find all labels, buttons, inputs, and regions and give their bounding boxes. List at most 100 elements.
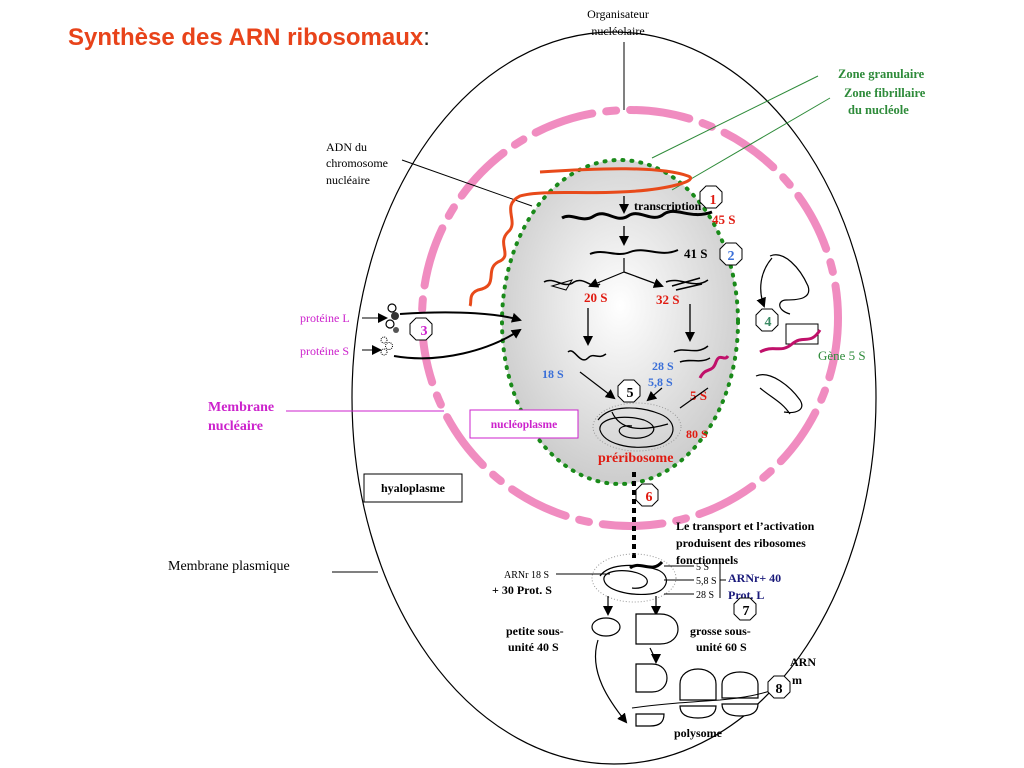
step-label-5: 5 bbox=[627, 386, 634, 401]
preribosome-halo bbox=[592, 402, 682, 452]
step-marker-8: 8 bbox=[767, 675, 791, 699]
step-marker-1: 1 bbox=[699, 185, 723, 209]
label-dna-2: chromosome bbox=[326, 156, 388, 170]
protein-s-import-path bbox=[393, 328, 522, 360]
label-transcription: transcription bbox=[634, 199, 702, 213]
polysome-ribosome-3 bbox=[721, 671, 759, 717]
nuclear-membrane bbox=[418, 106, 842, 530]
label-organizer-2: nucléolaire bbox=[591, 24, 644, 38]
label-32s: 32 S bbox=[656, 292, 679, 307]
step-marker-4: 4 bbox=[755, 308, 779, 332]
arrow-to-20s bbox=[588, 271, 625, 288]
rna-32s bbox=[665, 277, 709, 291]
hyaloplasm-box bbox=[363, 473, 463, 503]
label-nuclear-membrane-2: nucléaire bbox=[208, 419, 263, 434]
step-label-4: 4 bbox=[765, 315, 772, 330]
protein-l-cluster bbox=[385, 303, 399, 333]
step-marker-3: 3 bbox=[409, 317, 433, 341]
nucleolus bbox=[500, 158, 740, 486]
rna-20s-fold bbox=[550, 279, 574, 291]
zone-granular-line bbox=[651, 75, 819, 159]
label-arnm-2: m bbox=[792, 673, 802, 687]
dna-strand bbox=[468, 167, 692, 307]
protein-l-import-path bbox=[399, 311, 522, 323]
label-transport-1: Le transport et l’activation bbox=[676, 519, 815, 533]
step-label-1: 1 bbox=[710, 193, 717, 208]
label-zone-fibrillar: Zone fibrillaire bbox=[844, 86, 926, 100]
preribosome-tangle bbox=[597, 407, 674, 448]
label-prot-30: + 30 Prot. S bbox=[492, 583, 552, 597]
title-text: Synthèse des ARN ribosomaux bbox=[68, 24, 424, 51]
label-28s: 28 S bbox=[652, 359, 674, 373]
label-20s: 20 S bbox=[584, 290, 607, 305]
label-arnm-1: ARN bbox=[790, 655, 816, 669]
label-large-subunit-1: grosse sous- bbox=[690, 624, 751, 638]
label-45s: 45 S bbox=[712, 212, 735, 227]
large-subunit bbox=[635, 613, 679, 645]
label-plasma-membrane: Membrane plasmique bbox=[168, 559, 290, 574]
label-small-subunit-1: petite sous- bbox=[506, 624, 564, 638]
arrow-5s-to-80 bbox=[679, 387, 709, 409]
step-label-2: 2 bbox=[728, 249, 735, 264]
label-preribosome: préribosome bbox=[598, 451, 673, 466]
label-41s: 41 S bbox=[684, 246, 707, 261]
rna-28s bbox=[673, 345, 711, 363]
polysome-mrna bbox=[631, 683, 791, 709]
label-protein-s: protéine S bbox=[300, 344, 349, 358]
label-arnr-40-2: Prot. L bbox=[728, 588, 764, 602]
polysome-ribosome-1 bbox=[635, 663, 668, 727]
label-polysome: polysome bbox=[674, 726, 723, 740]
rna-45s bbox=[561, 209, 713, 221]
step-label-8: 8 bbox=[776, 682, 783, 697]
label-small-subunit-2: unité 40 S bbox=[508, 640, 559, 654]
label-dna-1: ADN du bbox=[326, 140, 367, 154]
label-protein-l: protéine L bbox=[300, 311, 350, 325]
ribosome-halo bbox=[591, 553, 677, 603]
gene-5s-loop-arrow bbox=[756, 257, 773, 308]
label-transport-3: fonctionnels bbox=[676, 553, 738, 567]
label-80s: 80 S bbox=[686, 427, 708, 441]
label-nuclear-membrane-1: Membrane bbox=[208, 400, 274, 415]
zone-fibrillar-line bbox=[671, 97, 831, 191]
rna-18s bbox=[567, 350, 607, 361]
ribosome-mrna-strand bbox=[629, 560, 664, 570]
label-nucleoplasm: nucléoplasme bbox=[491, 419, 557, 431]
rna-5s-nucleolus bbox=[698, 354, 730, 379]
step-label-3: 3 bbox=[421, 324, 428, 339]
arrow-28-to-80 bbox=[646, 387, 663, 402]
label-5-8s: 5,8 S bbox=[648, 375, 673, 389]
step-marker-5: 5 bbox=[617, 379, 641, 403]
gene-5s-rna bbox=[759, 329, 822, 354]
protein-s-cluster bbox=[380, 336, 393, 356]
step-marker-2: 2 bbox=[719, 242, 743, 266]
step-label-7: 7 bbox=[743, 604, 750, 619]
step-marker-6: 6 bbox=[635, 483, 659, 507]
label-dna-3: nucléaire bbox=[326, 173, 370, 187]
dna-leader-line bbox=[401, 159, 533, 207]
arrow-small-to-polysome bbox=[594, 639, 628, 724]
title-colon: : bbox=[423, 24, 430, 51]
label-small-5s: 5 S bbox=[696, 562, 709, 573]
label-arnr-18s: ARNr 18 S bbox=[504, 570, 549, 581]
label-transport-2: produisent des ribosomes bbox=[676, 536, 806, 550]
arrow-18-to-80 bbox=[579, 371, 616, 400]
label-large-subunit-2: unité 60 S bbox=[696, 640, 747, 654]
small-subunit bbox=[591, 617, 621, 637]
polysome-ribosome-2 bbox=[679, 668, 717, 719]
gene-5s-chromatin-upper bbox=[769, 254, 810, 315]
gene-5s-chromatin-lower bbox=[755, 374, 803, 415]
step-marker-7: 7 bbox=[733, 597, 757, 621]
nucleoplasm-box bbox=[469, 409, 579, 439]
label-small-28s: 28 S bbox=[696, 590, 714, 601]
label-arnr-40-1: ARNr+ 40 bbox=[728, 571, 781, 585]
cell-membrane bbox=[351, 31, 877, 765]
ribosome-tangle bbox=[599, 564, 667, 595]
step-label-6: 6 bbox=[646, 490, 653, 505]
page-title: Synthèse des ARN ribosomaux: bbox=[68, 24, 430, 52]
rna-20s bbox=[543, 279, 601, 287]
arrow-large-to-polysome bbox=[649, 647, 661, 664]
label-organizer-1: Organisateur bbox=[587, 7, 649, 21]
arrow-to-32s bbox=[623, 271, 664, 288]
label-18s: 18 S bbox=[542, 367, 564, 381]
